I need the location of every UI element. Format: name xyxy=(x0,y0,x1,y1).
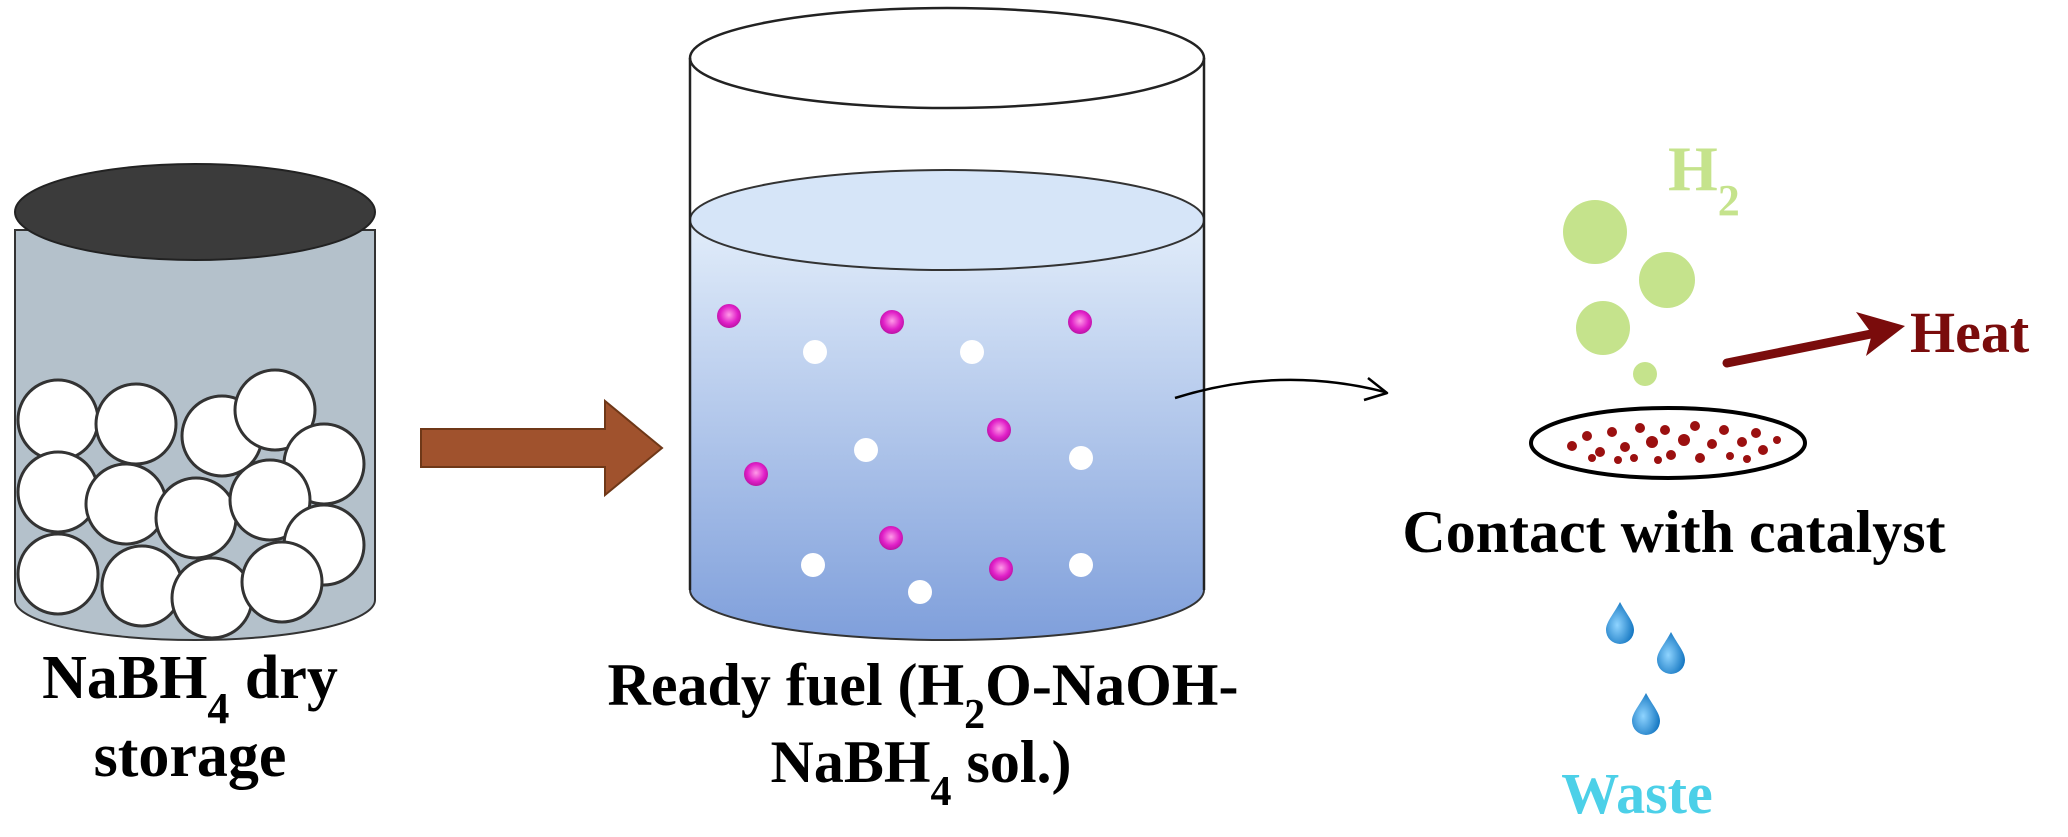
flow-arrow xyxy=(1174,377,1389,402)
catalyst-plate xyxy=(1529,406,1807,480)
heat-label: Heat xyxy=(1910,300,2030,365)
h2-label: H2 xyxy=(1668,133,1740,225)
fuel-beaker xyxy=(688,6,1206,641)
waste-label: Waste xyxy=(1561,761,1712,826)
water-drop-icon xyxy=(1632,693,1660,735)
dry-storage-can xyxy=(14,163,376,641)
fuel-label-line1: Ready fuel (H2O-NaOH- xyxy=(608,652,1239,738)
water-molecules xyxy=(801,340,1093,604)
heat-arrow-icon xyxy=(1722,312,1905,368)
process-arrow xyxy=(420,398,664,498)
nabh4-particles xyxy=(16,368,366,640)
borohydride-ions xyxy=(717,304,1092,581)
water-drop-icon xyxy=(1657,632,1685,674)
catalyst-label: Contact with catalyst xyxy=(1402,499,1945,565)
catalyst-particles xyxy=(1567,421,1781,464)
dry-storage-label-line1: NaBH4 dry xyxy=(42,644,338,733)
hydrogen-bubbles xyxy=(1563,200,1695,386)
water-drop-icon xyxy=(1606,602,1634,644)
fuel-label-line2: NaBH4 sol.) xyxy=(770,729,1071,815)
dry-storage-label-line2: storage xyxy=(94,722,287,790)
